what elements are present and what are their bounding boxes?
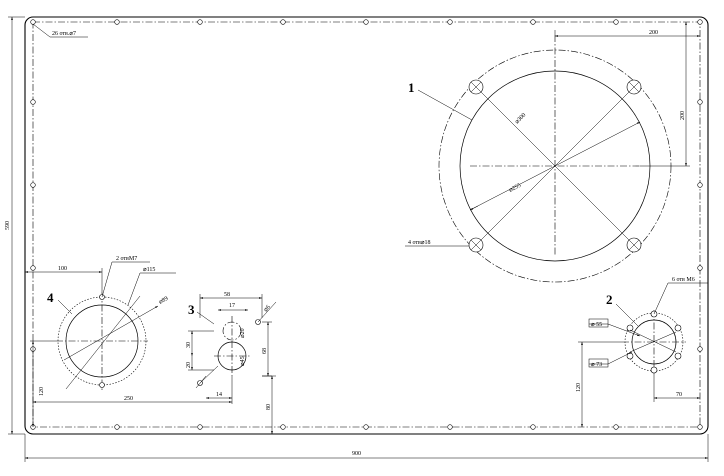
mid-dia2-label: ⌀45 <box>240 356 246 366</box>
left-offset-y-label: 120 <box>39 387 45 396</box>
mount-hole <box>697 182 703 188</box>
mount-hole <box>30 19 36 25</box>
mount-holes-leader: 26 отв.⌀7 <box>32 23 88 38</box>
left-thread-hole-bottom <box>99 382 105 388</box>
mid-dia1-label: ⌀20 <box>240 328 246 338</box>
big-bolt-holes <box>468 79 642 253</box>
mount-hole <box>613 19 619 25</box>
big-offset-y-label: 200 <box>680 111 686 120</box>
mount-hole <box>114 424 120 430</box>
small-inner-dia-label: ⌀ 73 <box>591 362 602 368</box>
mid-width-label: 58 <box>224 292 230 298</box>
mount-hole <box>447 424 453 430</box>
big-offset-x-label: 200 <box>649 30 658 36</box>
mount-hole <box>697 19 703 25</box>
small-outer-dia-label: ⌀ 55 <box>591 322 602 328</box>
mount-hole <box>697 346 703 352</box>
plate-outline <box>24 16 709 435</box>
callout-2: 2 <box>606 292 613 307</box>
small-offset-y-label: 120 <box>576 383 582 392</box>
left-threads-label: 2 отвМ7 <box>116 256 137 262</box>
feature-4-left-opening: ⌀89 ⌀115 2 отвМ7 100 120 250 4 <box>25 256 232 427</box>
mount-hole <box>697 99 703 105</box>
callout-1: 1 <box>408 80 415 95</box>
mount-hole <box>363 19 369 25</box>
mount-hole <box>697 424 703 430</box>
mount-hole <box>280 424 286 430</box>
big-bolts-label: 4 отв⌀18 <box>408 240 431 246</box>
mount-hole <box>613 424 619 430</box>
mount-hole <box>197 19 203 25</box>
feature-3-middle-cutout: 58 17 ⌀6 30 20 68 ⌀20 ⌀45 14 80 3 <box>186 292 277 434</box>
big-inner-dia-label: ⌀255 <box>508 183 522 194</box>
left-outer-dia-label: ⌀115 <box>143 267 155 273</box>
mid-top-label: 17 <box>229 303 235 309</box>
mount-hole <box>30 182 36 188</box>
callout-3: 3 <box>188 302 195 317</box>
mount-hole <box>447 19 453 25</box>
overall-width-label: 900 <box>352 451 361 457</box>
overall-height-label: 590 <box>5 221 11 230</box>
mounting-holes <box>30 19 703 430</box>
big-outer-dia-label: ⌀300 <box>514 112 527 125</box>
feature-1-big-opening: ⌀300 ⌀255 200 200 4 отв⌀18 1 <box>405 22 700 283</box>
left-offset-x-label: 100 <box>58 266 67 272</box>
overall-height-dimension: 590 <box>5 16 25 435</box>
left-inner-dia-label: ⌀89 <box>158 296 169 306</box>
mount-hole <box>280 19 286 25</box>
mid-small-dia-label: ⌀6 <box>263 304 272 313</box>
callout-4: 4 <box>47 290 54 305</box>
feature-2-small-flange: 6 отв М6 ⌀ 55 ⌀ 73 70 120 2 <box>576 277 708 427</box>
mount-hole <box>530 19 536 25</box>
mount-hole <box>30 99 36 105</box>
mount-hole <box>530 424 536 430</box>
overall-width-dimension: 900 <box>24 434 709 462</box>
mount-hole <box>30 265 36 271</box>
mount-holes-label: 26 отв.⌀7 <box>52 31 76 37</box>
mid-h2-label: 20 <box>186 362 192 368</box>
mid-h3-label: 68 <box>262 348 268 354</box>
mount-hole <box>114 19 120 25</box>
small-offset-x-label: 70 <box>676 392 682 398</box>
mid-offset-y-label: 80 <box>266 404 272 410</box>
small-bolts-label: 6 отв М6 <box>672 277 695 283</box>
mid-bottom-label: 14 <box>216 392 222 398</box>
mount-hole <box>697 265 703 271</box>
left-to-middle-label: 250 <box>124 396 133 402</box>
mount-hole <box>197 424 203 430</box>
mid-h1-label: 30 <box>186 342 192 348</box>
mount-hole <box>363 424 369 430</box>
